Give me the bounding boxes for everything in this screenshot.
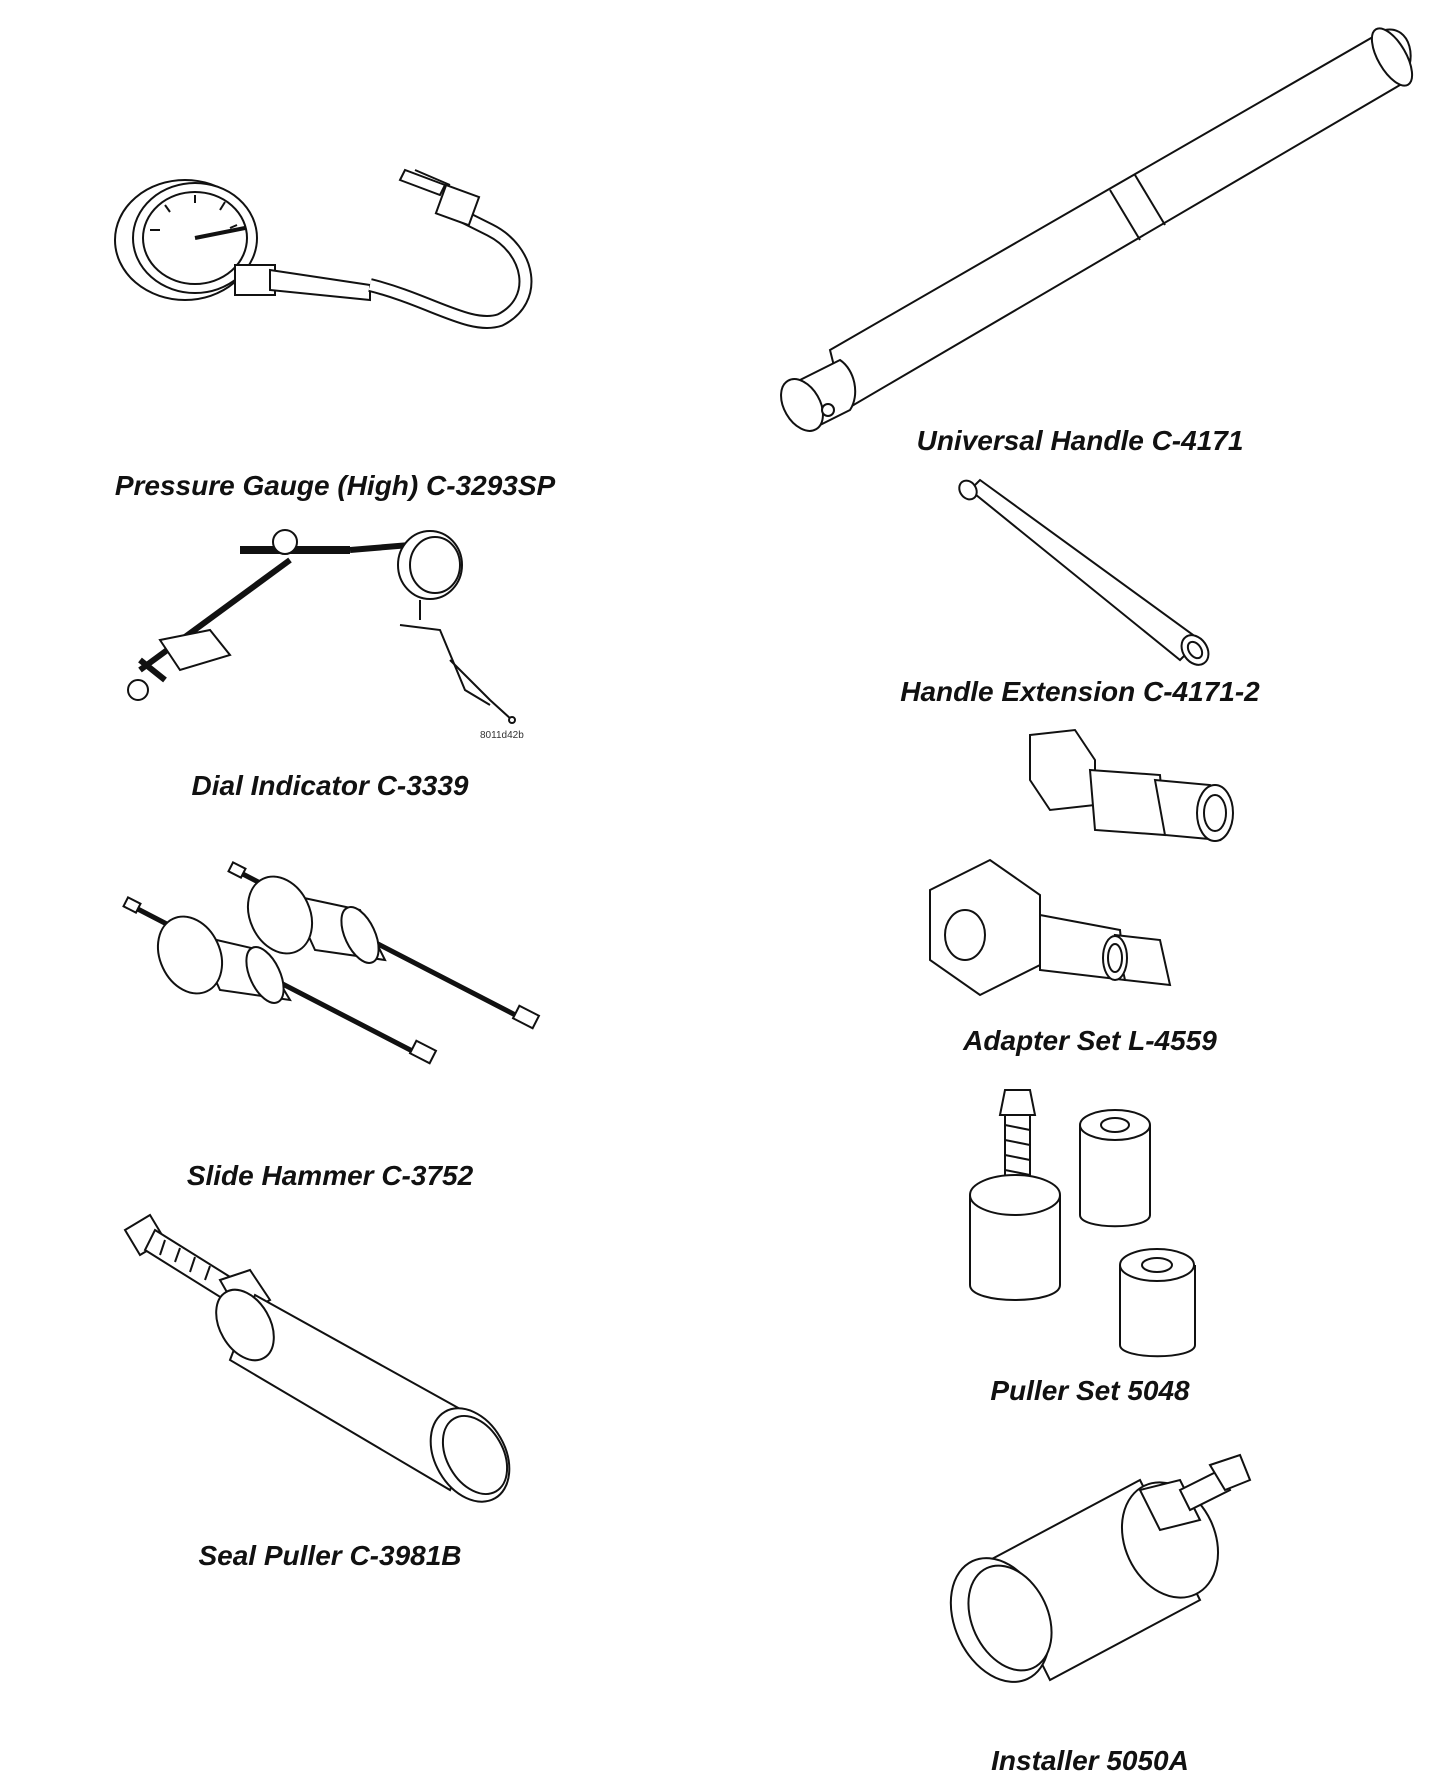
handle-extension-icon	[950, 470, 1230, 670]
dial-indicator-caption: Dial Indicator C-3339	[191, 770, 469, 801]
pressure-gauge-icon	[110, 170, 550, 420]
pressure-gauge-caption: Pressure Gauge (High) C-3293SP	[114, 470, 556, 501]
seal-puller-caption: Seal Puller C-3981B	[198, 1540, 462, 1571]
puller-set-icon	[960, 1085, 1230, 1385]
adapter-set-illustration	[920, 720, 1270, 1010]
handle-extension-illustration	[950, 470, 1230, 670]
adapter-set-icon	[920, 720, 1270, 1010]
slide-hammer-illustration	[120, 860, 540, 1080]
dial-indicator-illustration	[120, 520, 540, 740]
installer-icon	[940, 1450, 1260, 1720]
universal-handle-caption: Universal Handle C-4171	[916, 425, 1244, 456]
installer-illustration	[940, 1450, 1260, 1720]
seal-puller-icon	[120, 1210, 540, 1510]
puller-set-illustration	[960, 1085, 1230, 1385]
puller-set-caption: Puller Set 5048	[990, 1375, 1190, 1406]
universal-handle-illustration	[760, 10, 1430, 430]
installer-caption: Installer 5050A	[991, 1745, 1189, 1776]
universal-handle-icon	[760, 10, 1430, 430]
handle-extension-caption: Handle Extension C-4171-2	[900, 676, 1260, 707]
figure-code: 8011d42b	[480, 730, 524, 741]
pressure-gauge-illustration	[110, 170, 550, 420]
adapter-set-caption: Adapter Set L-4559	[963, 1025, 1217, 1056]
dial-indicator-icon	[120, 520, 540, 740]
seal-puller-illustration	[120, 1210, 540, 1510]
slide-hammer-caption: Slide Hammer C-3752	[186, 1160, 474, 1191]
slide-hammer-icon	[120, 860, 540, 1080]
